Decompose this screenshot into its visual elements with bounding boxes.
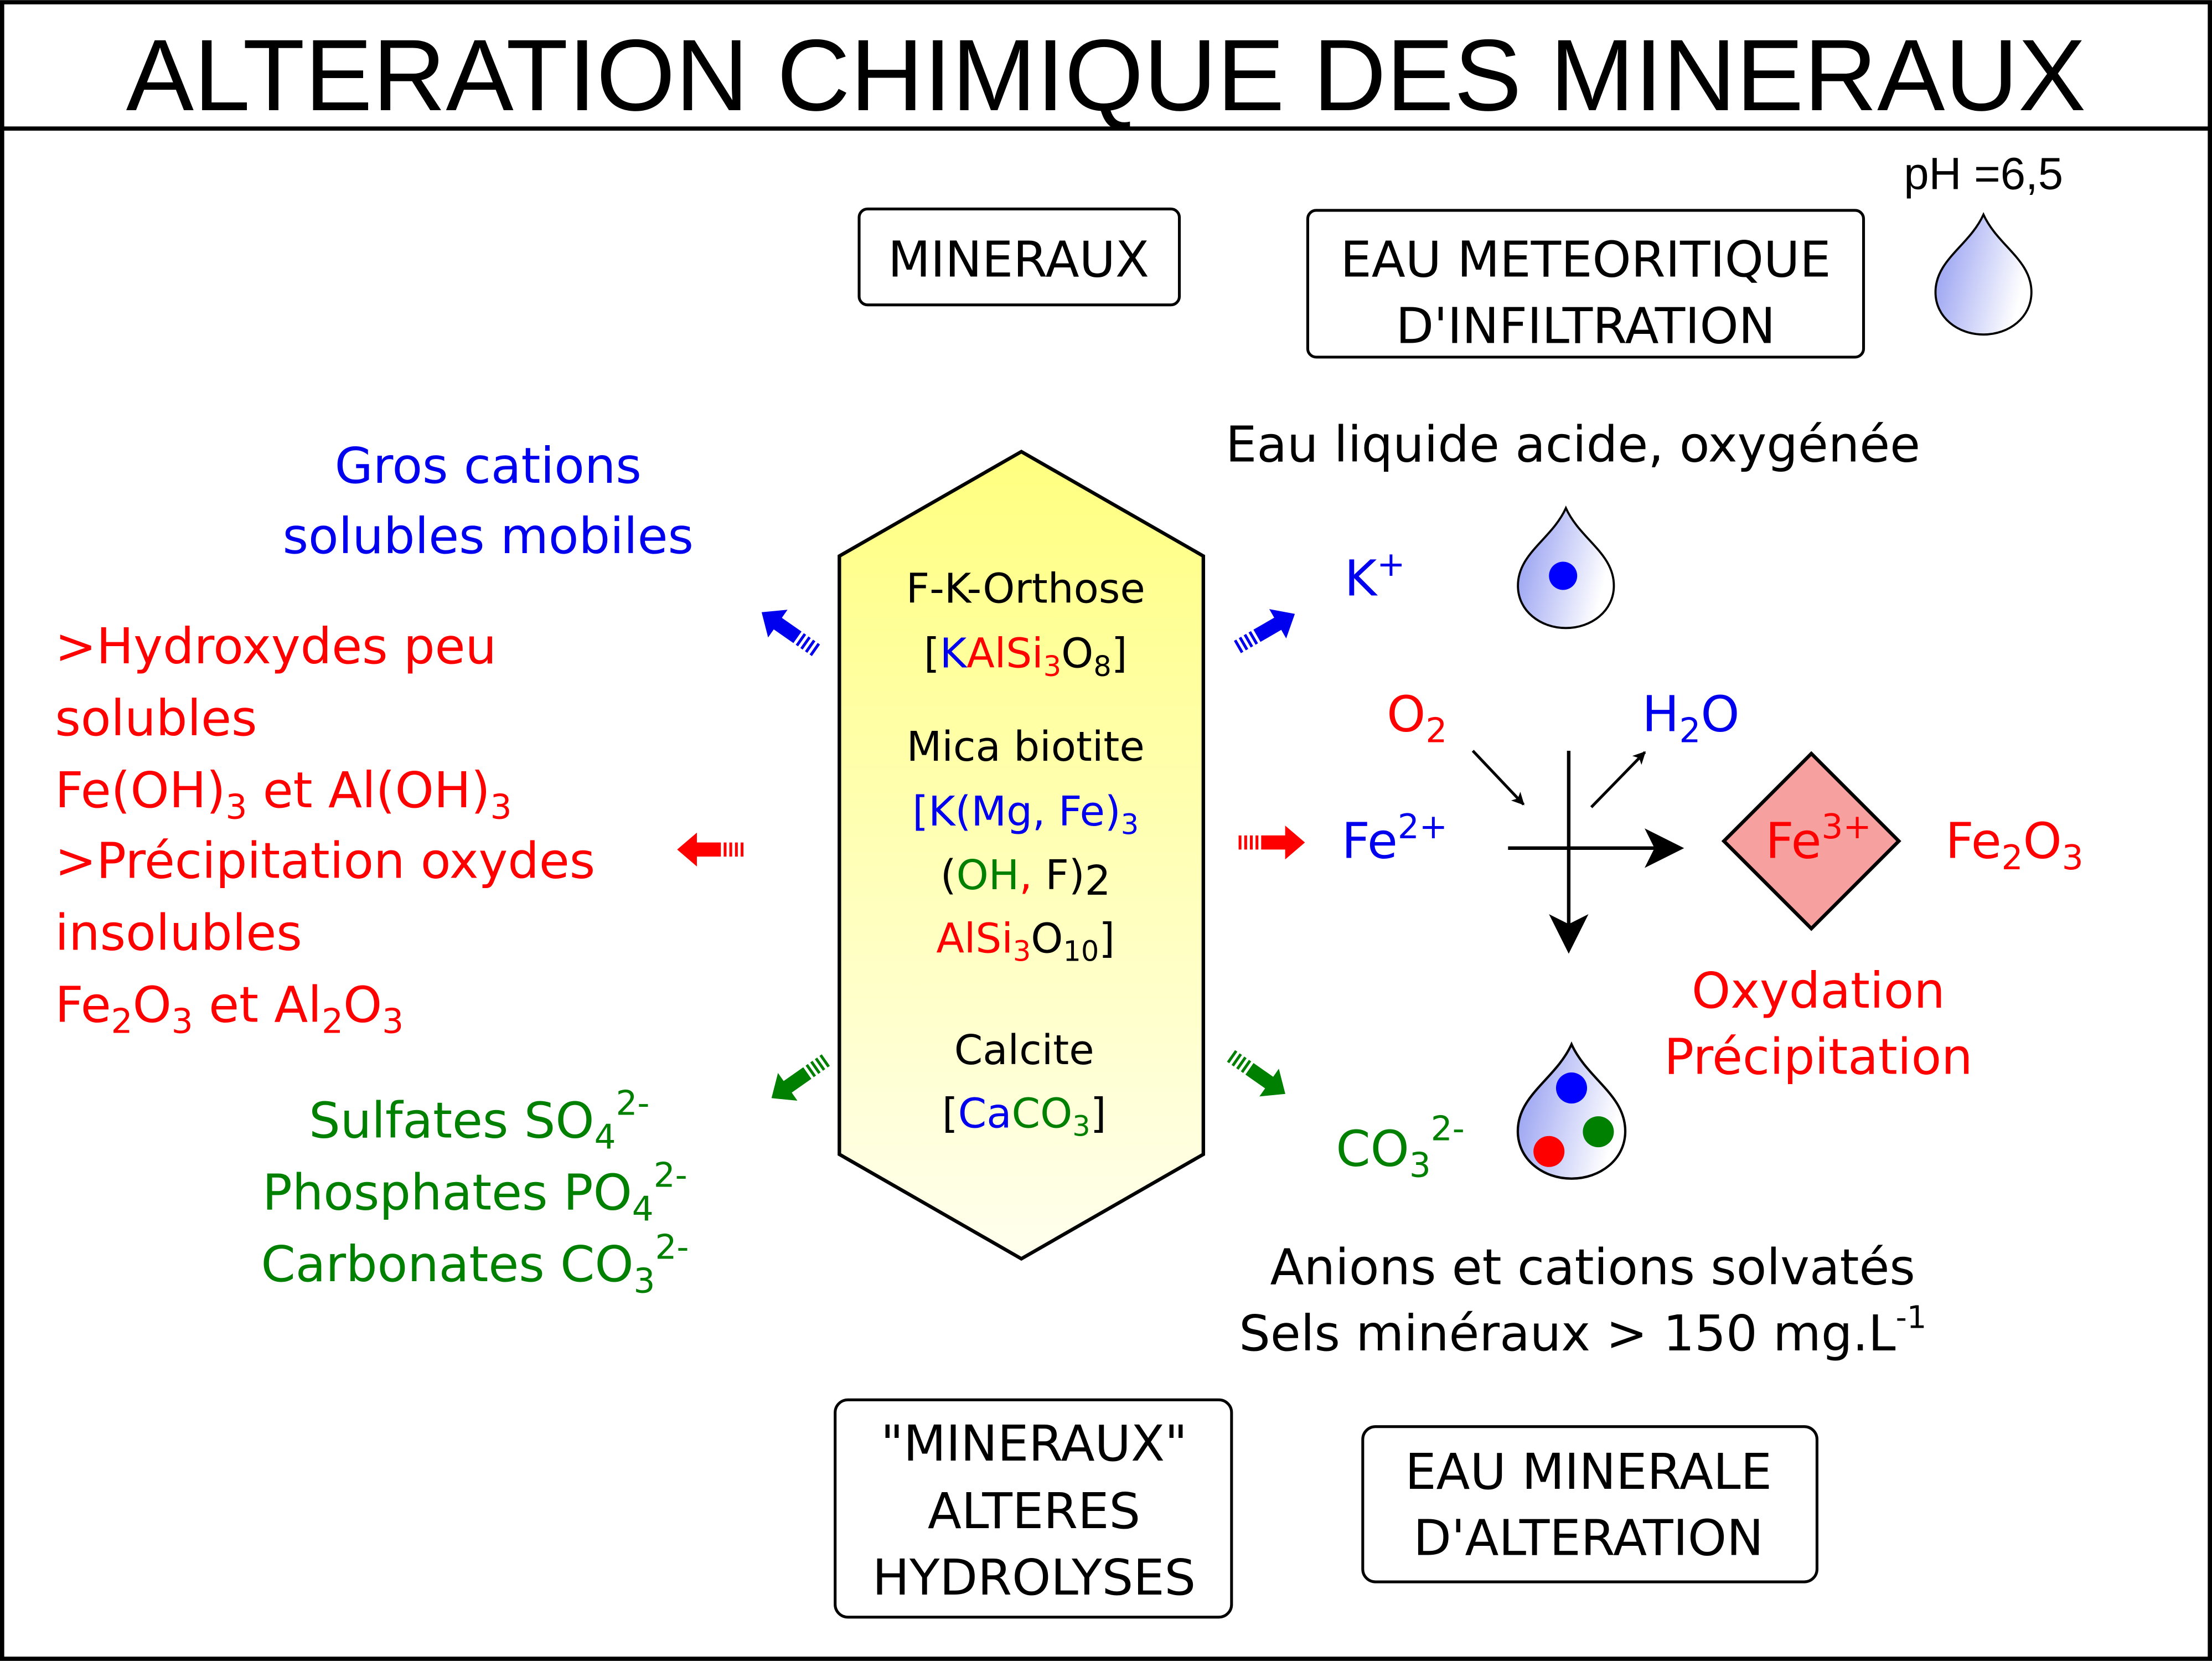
arrow-icon — [1238, 826, 1305, 860]
page-title: ALTERATION CHIMIQUE DES MINERAUX — [126, 18, 2086, 132]
precipitation-line2: insolubles — [55, 904, 302, 962]
ion-dot-red — [1533, 1136, 1565, 1167]
water-drop-icon — [1518, 1044, 1625, 1179]
oxydation-line2: Précipitation — [1664, 1029, 1972, 1086]
gros-cations-line1: Gros cations — [335, 437, 642, 495]
water-drop-icon — [1934, 213, 2033, 336]
left-column: Gros cations solubles mobiles >Hydroxyde… — [55, 437, 694, 1301]
precipitation-line1: >Précipitation oxydes — [55, 832, 595, 890]
h2o-label: H2O — [1642, 685, 1739, 750]
hydroxydes-line1: >Hydroxydes peu — [55, 618, 497, 675]
box-mineraux-alteres: "MINERAUX" ALTERES HYDROLYSES — [834, 1398, 1233, 1619]
box-eau-meteoritique-line2: D'INFILTRATION — [1396, 298, 1776, 355]
gros-cations-line2: solubles mobiles — [283, 508, 694, 565]
box-mineraux-label: MINERAUX — [888, 231, 1149, 289]
co3-ion-label: CO32- — [1336, 1109, 1464, 1185]
arrow-icon — [1221, 1041, 1295, 1108]
orthose-name: F-K-Orthose — [906, 565, 1145, 612]
right-column: K+ O2 H2O Fe2+ Fe3+ Fe2O3 Oxydation Préc… — [1239, 507, 2084, 1363]
box-mineraux-alteres-line3: HYDROLYSES — [872, 1549, 1196, 1607]
arrow-icon — [762, 1046, 836, 1112]
calcite-name: Calcite — [954, 1026, 1094, 1074]
biotite-formula-line1: [K(Mg, Fe)3 — [912, 788, 1139, 841]
arrow-icon — [1590, 751, 1646, 808]
box-eau-meteoritique: EAU METEORITIQUE D'INFILTRATION — [1306, 209, 1865, 359]
eau-acide-label: Eau liquide acide, oxygénée — [1226, 416, 1920, 474]
sels-label: Sels minéraux > 150 mg.L-1 — [1239, 1299, 1926, 1363]
mineral-hexagon: F-K-Orthose [KAlSi3O8] Mica biotite [K(M… — [838, 450, 1206, 1261]
arrow-icon — [752, 598, 826, 664]
sulfates-label: Sulfates SO42- — [309, 1084, 649, 1157]
fe3-diamond — [1721, 751, 1901, 931]
fe2o3-label: Fe2O3 — [1945, 813, 2083, 878]
calcite-formula: [CaCO3] — [942, 1090, 1107, 1143]
k-ion-label: K+ — [1345, 545, 1405, 608]
box-mineraux: MINERAUX — [857, 207, 1181, 307]
carbonates-label: Carbonates CO32- — [261, 1227, 689, 1301]
ion-dot-green — [1583, 1116, 1614, 1148]
box-mineraux-alteres-line1: "MINERAUX" — [881, 1415, 1187, 1473]
box-eau-minerale: EAU MINERALE D'ALTERATION — [1361, 1425, 1818, 1583]
phosphates-label: Phosphates PO42- — [262, 1156, 688, 1229]
biotite-formula-line3: AlSi3O10] — [936, 915, 1115, 968]
box-mineraux-alteres-line2: ALTERES — [928, 1483, 1140, 1540]
biotite-formula-line2: (OH, F)2 — [940, 852, 1111, 905]
fe2-ion-label: Fe2+ — [1342, 807, 1448, 870]
arrow-icon — [677, 832, 744, 866]
precipitation-formula: Fe2O3 et Al2O3 — [55, 976, 404, 1041]
hydroxydes-formula: Fe(OH)3 et Al(OH)3 — [55, 762, 511, 827]
oxydation-line1: Oxydation — [1692, 962, 1945, 1020]
anions-label: Anions et cations solvatés — [1270, 1239, 1915, 1296]
arrow-icon — [1229, 599, 1304, 662]
o2-label: O2 — [1387, 685, 1447, 750]
fe3-ion-label: Fe3+ — [1765, 807, 1871, 870]
box-eau-minerale-line1: EAU MINERALE — [1405, 1443, 1772, 1501]
ph-label: pH =6,5 — [1904, 149, 2063, 199]
orthose-formula: [KAlSi3O8] — [924, 630, 1128, 683]
biotite-name: Mica biotite — [907, 723, 1145, 771]
hydroxydes-line2: solubles — [55, 690, 257, 747]
box-eau-meteoritique-line1: EAU METEORITIQUE — [1340, 231, 1831, 289]
ion-dot-blue — [1555, 1072, 1588, 1104]
arrow-icon — [1471, 750, 1525, 806]
box-eau-minerale-line2: D'ALTERATION — [1413, 1510, 1764, 1567]
k-ion-dot — [1549, 561, 1578, 590]
